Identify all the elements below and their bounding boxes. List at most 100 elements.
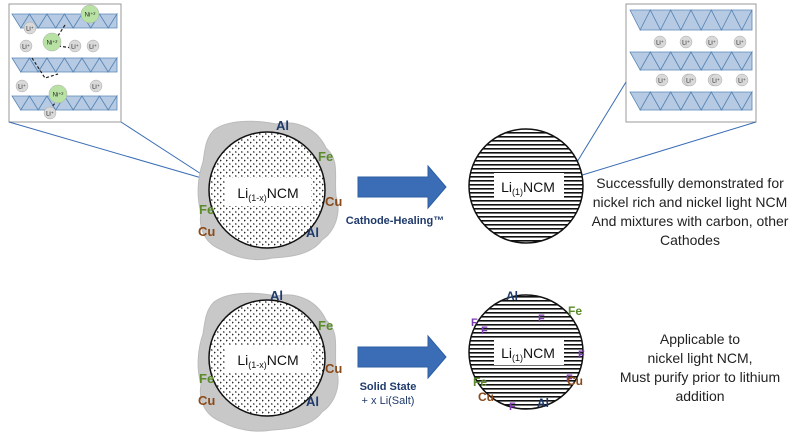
li-ion-l1 [19, 39, 33, 53]
li-ion-l5 [89, 79, 103, 93]
top-arrow-shape [357, 164, 447, 210]
li-ion-l4-label: Li⁺ [18, 84, 26, 91]
li-ion-r-c1 [709, 73, 723, 87]
left-lattice-bot-up [107, 94, 118, 111]
ni-ion-1-label: Ni⁺² [85, 12, 96, 19]
top-left-fe-label: Fe [318, 149, 333, 164]
li-ion-r-b0 [655, 73, 669, 87]
li-ion-r-a2-label: Li⁺ [708, 40, 716, 47]
right-lattice-top-up [741, 9, 753, 31]
bottom-caption-line-3: Must purify prior to lithium [620, 369, 780, 385]
li-ion-r-b0-label: Li⁺ [658, 78, 666, 85]
ni-ion-2 [42, 32, 62, 52]
bottom-right-fe-top-label: Fe [568, 304, 582, 318]
ni-ion-2-label: Ni⁺² [47, 40, 58, 47]
top-right-particle: Li(1)NCM [468, 128, 584, 244]
li-ion-r-c0-label: Li⁺ [686, 78, 694, 85]
bottom-left-fe-left-label: Fe [199, 371, 214, 386]
bottom-caption-line-4: addition [675, 388, 724, 404]
bottom-right-cu-right-label: Cu [567, 374, 583, 388]
left-lattice-mid-up [107, 56, 118, 73]
li-ion-l2 [68, 39, 82, 53]
bottom-left-particle-label: Li(1-x)NCM [237, 352, 298, 370]
bottom-arrow-shape [357, 334, 447, 380]
bottom-caption-line-2: nickel light NCM, [647, 350, 752, 366]
li-ion-r-c2 [735, 73, 749, 87]
li-ion-r-a0-label: Li⁺ [656, 40, 664, 47]
left-callout-line-a [8, 121, 213, 182]
left-inset: Ni⁺²Ni⁺²Ni⁺²Li⁺Li⁺Li⁺Li⁺Li⁺Li⁺Li⁺ [8, 3, 122, 123]
bottom-right-f-label-1: F [471, 317, 478, 329]
right-lattice-mid-up [741, 50, 753, 71]
right-inset: Li⁺Li⁺Li⁺Li⁺Li⁺Li⁺Li⁺Li⁺Li⁺Li⁺ [625, 3, 757, 123]
li-ion-r-c0 [683, 73, 697, 87]
bottom-right-cu-left-label: Cu [478, 390, 494, 404]
top-caption: Successfully demonstrated for nickel ric… [592, 175, 789, 248]
li-ion-r-c2-label: Li⁺ [738, 78, 746, 85]
bottom-right-f-label-5: F [566, 373, 573, 385]
li-ion-l4 [15, 79, 29, 93]
bottom-right-al-top-label: Al [506, 289, 518, 303]
bottom-left-cu-right-label: Cu [325, 361, 342, 376]
top-left-cu-left-label: Cu [198, 224, 215, 239]
bottom-right-f-label-2: F [481, 325, 488, 337]
bottom-right-particle: Li(1)NCM Al Fe F F F F F Cu Fe Cu F Al [468, 289, 585, 413]
bottom-right-fe-left-label: Fe [473, 375, 487, 389]
top-left-particle: Li(1-x)NCM Al Fe Cu Al Fe Cu [197, 118, 342, 261]
bottom-right-label-box [494, 339, 564, 365]
bottom-right-al-bottom-label: Al [537, 396, 549, 410]
bottom-left-fe-label: Fe [318, 318, 333, 333]
li-ion-r-a2 [705, 35, 719, 49]
li-ion-l5-label: Li⁺ [92, 84, 100, 91]
li-ion-r-a1 [679, 35, 693, 49]
li-ion-l3-label: Li⁺ [89, 44, 97, 51]
bottom-left-al-label: Al [270, 288, 283, 303]
bottom-arrow: Solid State + x Li(Salt) [357, 334, 447, 407]
top-left-cu-right-label: Cu [325, 194, 342, 209]
bottom-right-f-label-3: F [538, 313, 545, 325]
top-caption-line-4: Cathodes [660, 232, 720, 248]
ni-ion-3 [48, 84, 68, 104]
bottom-left-cu-left-label: Cu [198, 393, 215, 408]
ni-ion-1 [80, 4, 100, 24]
li-ion-l1-label: Li⁺ [22, 44, 30, 51]
bottom-caption-line-1: Applicable to [660, 331, 740, 347]
li-ion-l6-label: Li⁺ [46, 111, 54, 118]
bottom-right-f-label-6: F [509, 401, 516, 413]
left-inset-ions: Ni⁺²Ni⁺²Ni⁺²Li⁺Li⁺Li⁺Li⁺Li⁺Li⁺Li⁺ [15, 4, 103, 120]
right-inset-triangles [629, 9, 753, 111]
top-right-label-box [494, 173, 564, 199]
left-inset-triangles [11, 12, 118, 111]
top-left-particle-label: Li(1-x)NCM [237, 185, 298, 203]
ni-ion-3-label: Ni⁺² [53, 92, 64, 99]
li-ion-l7 [23, 21, 37, 35]
right-inset-ions: Li⁺Li⁺Li⁺Li⁺Li⁺Li⁺Li⁺Li⁺Li⁺Li⁺ [653, 35, 749, 87]
top-caption-line-3: And mixtures with carbon, other [592, 213, 789, 229]
bottom-right-f-label-4: F [578, 349, 585, 361]
li-ion-r-a0 [653, 35, 667, 49]
top-caption-line-2: nickel rich and nickel light NCM [593, 194, 788, 210]
li-ion-l3 [86, 39, 100, 53]
left-callout-line-b [120, 121, 213, 182]
li-ion-l6 [43, 106, 57, 120]
li-ion-r-a3 [733, 35, 747, 49]
bottom-arrow-label-line2: + x Li(Salt) [362, 395, 415, 407]
li-ion-l7-label: Li⁺ [26, 26, 34, 33]
top-right-particle-label: Li(1)NCM [501, 179, 555, 197]
top-left-al-label: Al [276, 118, 289, 133]
bottom-left-label-box [225, 345, 311, 373]
left-lattice-top-up [107, 12, 118, 29]
top-caption-line-1: Successfully demonstrated for [596, 175, 784, 191]
top-arrow: Cathode-Healing™ [346, 164, 447, 227]
li-ion-r-c1-label: Li⁺ [712, 78, 720, 85]
right-lattice-bot-up [741, 90, 753, 111]
bottom-caption: Applicable to nickel light NCM, Must pur… [620, 331, 780, 404]
bottom-left-particle: Li(1-x)NCM Al Fe Cu Al Fe Cu [197, 288, 342, 432]
li-ion-r-a1-label: Li⁺ [682, 40, 690, 47]
top-left-label-box [225, 178, 311, 206]
li-ion-r-a3-label: Li⁺ [736, 40, 744, 47]
bottom-left-al-bottom-label: Al [306, 394, 319, 409]
top-left-al-bottom-label: Al [306, 225, 319, 240]
